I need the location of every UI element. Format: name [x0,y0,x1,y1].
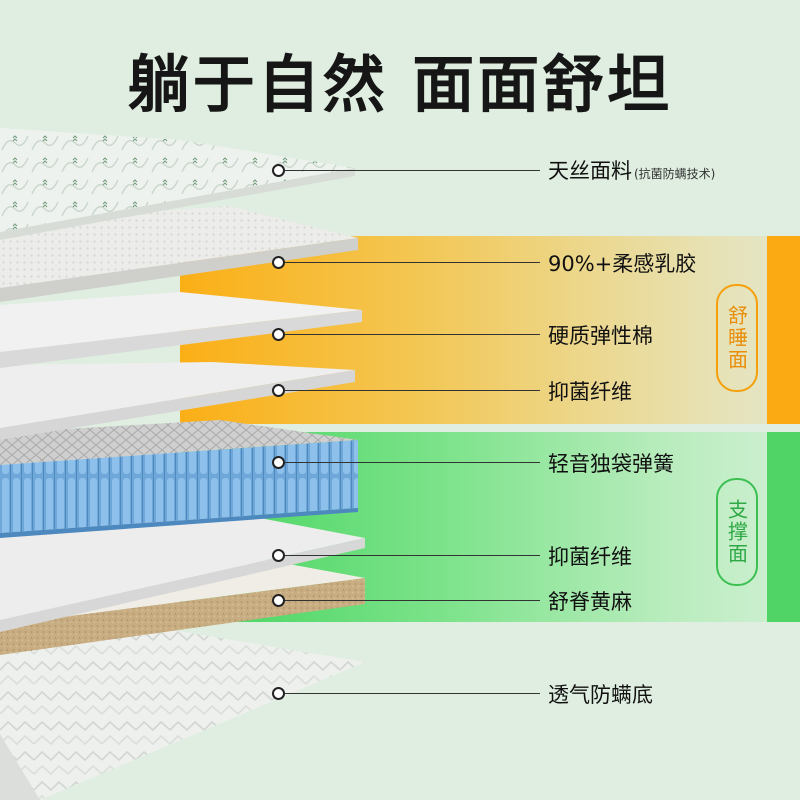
fiber-sheet-layer-1 [0,362,355,440]
leader-line [278,334,540,335]
leader-line [278,462,540,463]
callout-dot [272,164,285,177]
support-zone-tag: 支撑面 [716,478,758,586]
leader-line [278,262,540,263]
bottom-fabric-layer [0,628,365,800]
layer-label-fiber-2: 抑菌纤维 [548,545,632,569]
layer-label-jute: 舒脊黄麻 [548,590,632,614]
layer-name: 天丝面料 [548,159,632,183]
layer-label-elastic-cotton: 硬质弹性棉 [548,324,653,348]
fiber-sheet-layer-2 [0,512,365,632]
leader-line [278,600,540,601]
comfort-zone-sidebar [767,236,800,424]
leader-line [278,390,540,391]
pocket-spring-layer [0,420,358,538]
callout-dot [272,328,285,341]
layer-label-latex: 90%+柔感乳胶 [548,252,697,276]
callout-dot [272,256,285,269]
callout-dot [272,384,285,397]
elastic-cotton-layer [0,292,362,368]
callout-dot [272,594,285,607]
layer-label-fiber-1: 抑菌纤维 [548,380,632,404]
layer-label-pocket-spring: 轻音独袋弹簧 [548,452,674,476]
comfort-zone-label: 舒睡面 [724,305,749,371]
tencel-top-layer [0,128,355,240]
leader-line [278,555,540,556]
callout-dot [272,549,285,562]
latex-layer [0,206,358,302]
page-title: 躺于自然 面面舒坦 [127,48,673,121]
layer-label-tencel: 天丝面料(抗菌防螨技术) [548,155,715,185]
callout-dot [272,687,285,700]
layer-label-bottom: 透气防螨底 [548,683,653,707]
leader-line [278,693,540,694]
callout-dot [272,456,285,469]
support-zone-label: 支撑面 [724,499,749,565]
layer-note: (抗菌防螨技术) [634,167,716,181]
comfort-zone-tag: 舒睡面 [716,284,758,392]
support-zone-sidebar [767,432,800,622]
leader-line [278,170,540,171]
